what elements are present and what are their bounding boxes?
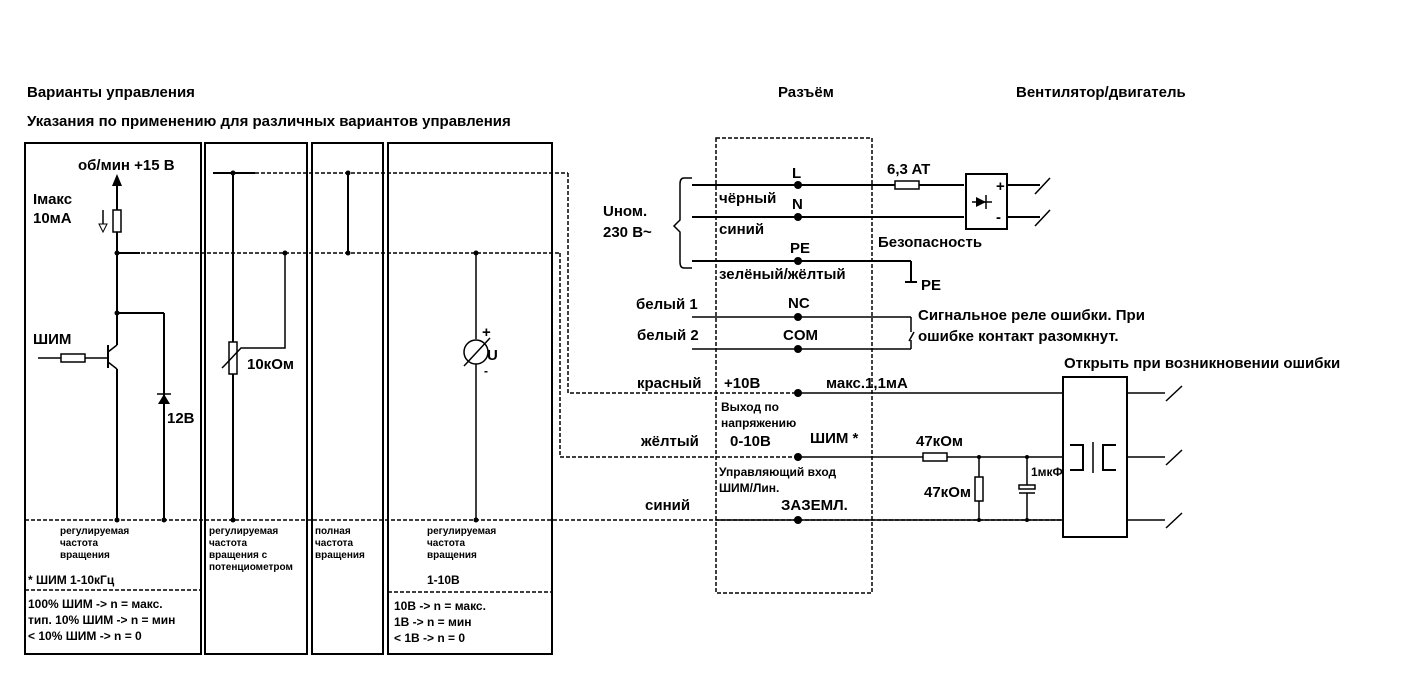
mains-section: Uном. 230 В~ L чёрный N синий PE зелёный… [603,161,1051,294]
wire-yellow: жёлтый [640,433,699,450]
rule-line: 1В -> n = мин [394,615,472,629]
caption-line: потенциометром [209,562,293,573]
zener-diode-icon [158,394,170,404]
signal-section: красный +10В макс.1,1мА Выход по напряже… [637,375,1183,538]
caption-line: частота [60,538,98,549]
optocoupler-icon [1062,376,1128,538]
caption-line: регулируемая [60,526,129,537]
caption-line: вращения [60,550,110,561]
caption-line: вращения [427,550,477,561]
caption-line: частота [315,538,353,549]
relay-note: Сигнальное реле ошибки. При [918,307,1145,324]
wire-green-yellow: зелёный/жёлтый [719,266,846,283]
input-label: ШИМ/Лин. [719,481,779,495]
ground-signal-label: ЗАЗЕМЛ. [781,497,848,514]
pin-l: L [792,165,801,182]
relay-section: белый 1 белый 2 NC COM Сигнальное реле о… [636,295,1340,372]
caption-line: регулируемая [209,526,278,537]
capacitor-label: 1мкФ [1031,465,1063,479]
imax-value: 10мА [33,210,72,227]
heading-fan-motor: Вентилятор/двигатель [1016,84,1186,101]
series-resistor-label: 47кОм [916,433,963,450]
plus10v-label: +10В [724,375,760,392]
shunt-resistor-icon [974,476,984,502]
potentiometer-icon [228,341,238,375]
panel-voltage: + U - регулируемая частота вращения 1-10… [388,250,552,645]
pin-com: COM [783,327,818,344]
unom-value: 230 В~ [603,224,652,241]
caption-line: вращения с [209,550,268,561]
motor-terminal-icon [1034,209,1051,227]
meter-label: U [487,347,498,364]
heading-connector: Разъём [778,84,834,101]
relay-note: ошибке контакт разомкнут. [918,328,1119,345]
fuse-icon [894,180,920,190]
pin-pe: PE [790,240,810,257]
open-on-error-note: Открыть при возникновении ошибки [1064,355,1340,372]
fuse-label: 6,3 AT [887,161,930,178]
rectifier-plus: + [996,178,1005,195]
input-label: Управляющий вход [719,465,836,479]
heading-control-variants: Варианты управления [27,84,195,101]
rule-line: 100% ШИМ -> n = макс. [28,597,163,611]
rule-line: < 10% ШИМ -> n = 0 [28,629,142,643]
current-arrow-icon [98,223,108,234]
pwm-label: ШИМ [33,331,71,348]
caption-line: регулируемая [427,526,496,537]
voltage-range: 1-10В [427,573,460,587]
zener-label: 12В [167,410,195,427]
pin-n: N [792,196,803,213]
max-current-label: макс.1,1мА [826,375,908,392]
rule-line: < 1В -> n = 0 [394,631,465,645]
connector-box [715,137,873,594]
heading-application-notes: Указания по применению для различных вар… [27,113,511,130]
rule-line: 10В -> n = макс. [394,599,486,613]
output-label: напряжению [721,416,796,430]
rectifier-minus: - [996,209,1001,226]
caption-line: вращения [315,550,365,561]
wire-red: красный [637,375,701,392]
caption-line: частота [209,538,247,549]
imax-label: Iмакс [33,191,72,208]
rule-line: тип. 10% ШИМ -> n = мин [28,613,175,627]
caption-line: полная [315,526,351,537]
wire-white-1: белый 1 [636,296,698,313]
motor-terminal-icon [1165,449,1183,466]
motor-terminal-icon [1034,177,1051,195]
shunt-resistor-label: 47кОм [924,484,971,501]
wire-white-2: белый 2 [637,327,699,344]
range-label: 0-10В [730,433,771,450]
safety-label: Безопасность [878,234,982,251]
ground-label: PE [921,277,941,294]
motor-terminal-icon [1165,512,1183,529]
supply-label: об/мин +15 В [78,157,175,174]
resistor-icon [112,209,122,233]
minus-sign: - [484,364,488,378]
pwm-input-label: ШИМ * [810,430,859,447]
panel-full-speed: полная частота вращения [315,170,365,561]
pwm-frequency-note: * ШИМ 1-10кГц [28,573,115,587]
panel-frames [24,142,553,655]
plus-sign: + [482,324,491,341]
caption-line: частота [427,538,465,549]
unom-label: Uном. [603,203,647,220]
base-resistor-icon [60,353,86,363]
series-resistor-icon [922,452,948,462]
wire-black: чёрный [719,190,776,207]
pot-label: 10кОм [247,356,294,373]
brace-icon [672,177,692,269]
pin-nc: NC [788,295,810,312]
output-label: Выход по [721,400,779,414]
panel-potentiometer: 10кОм регулируемая частота вращения с по… [209,170,568,573]
relay-contact-icon [908,331,915,342]
arrow-up-icon [112,174,122,186]
wire-blue-signal: синий [645,497,690,514]
motor-terminal-icon [1165,385,1183,402]
panel-pwm: об/мин +15 В Iмакс 10мА ШИМ 12В регулиру… [25,157,201,643]
capacitor-icon [1018,484,1036,490]
wire-blue: синий [719,221,764,238]
